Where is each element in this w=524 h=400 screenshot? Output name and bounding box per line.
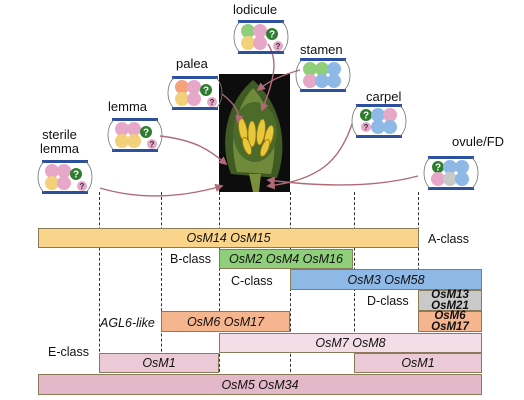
a-class-bar: OsM14 OsM15 xyxy=(38,228,419,248)
column-divider-1 xyxy=(99,192,100,382)
column-divider-2 xyxy=(161,192,162,382)
arrow-stamen xyxy=(256,69,301,92)
agl6-bar-2-gene-2: OsM17 xyxy=(431,320,469,333)
e-class-bar-3-genes: OsM5 OsM34 xyxy=(221,377,299,392)
b-class-genes: OsM2 OsM4 OsM16 xyxy=(229,252,343,266)
quartet-palea: ? ? xyxy=(167,76,223,110)
svg-text:?: ? xyxy=(210,98,215,107)
quartet-stamen xyxy=(295,58,351,92)
rice-flower-illustration xyxy=(219,74,290,192)
d-class-label: D-class xyxy=(367,294,409,308)
quartet-sterile-lemma: ? ? xyxy=(37,160,93,194)
e-class-bar-1: OsM7 OsM8 xyxy=(219,333,482,353)
agl6-bar-1: OsM6 OsM17 xyxy=(161,311,290,332)
b-class-bar: OsM2 OsM4 OsM16 xyxy=(219,249,353,269)
a-class-label: A-class xyxy=(428,232,469,246)
quartet-ovule: ? xyxy=(423,156,479,190)
organ-label-stamen: stamen xyxy=(300,42,343,57)
svg-text:?: ? xyxy=(73,170,79,181)
quartet-carpel: ? ? xyxy=(351,104,407,138)
column-divider-3 xyxy=(219,192,220,382)
e-class-bar-2-left-genes: OsM1 xyxy=(142,356,176,370)
svg-text:?: ? xyxy=(269,30,275,41)
agl6-class-label: AGL6-like xyxy=(100,316,155,330)
a-class-genes: OsM14 OsM15 xyxy=(186,231,271,245)
organ-label-lemma: lemma xyxy=(108,99,148,114)
palea-complex-icon: ? ? xyxy=(167,76,223,110)
svg-text:?: ? xyxy=(203,86,209,97)
rice-flower-photo xyxy=(219,74,290,192)
c-class-label: C-class xyxy=(231,274,273,288)
e-class-bar-2-right-genes: OsM1 xyxy=(401,356,435,370)
e-class-bar-1-genes: OsM7 OsM8 xyxy=(315,336,386,350)
organ-label-carpel: carpel xyxy=(366,89,402,104)
svg-text:?: ? xyxy=(363,111,369,122)
agl6-bar-2-gene-1: OsM6 xyxy=(434,309,466,322)
c-class-bar: OsM3 OsM58 xyxy=(290,269,482,290)
svg-text:?: ? xyxy=(80,182,85,191)
svg-text:?: ? xyxy=(276,42,281,51)
svg-text:?: ? xyxy=(364,123,369,132)
e-class-bar-2-right: OsM1 xyxy=(354,353,482,373)
lemma-complex-icon: ? ? xyxy=(107,118,163,152)
e-class-bar-3: OsM5 OsM34 xyxy=(38,374,482,395)
organ-label-ovule: ovule/FD xyxy=(452,134,505,149)
agl6-bar-1-genes: OsM6 OsM17 xyxy=(186,314,265,329)
quartet-lodicule: ? ? xyxy=(233,20,289,54)
carpel-complex-icon: ? ? xyxy=(351,104,407,138)
arrow-lodicule xyxy=(260,43,275,112)
svg-text:?: ? xyxy=(143,128,149,139)
b-class-label: B-class xyxy=(170,252,211,266)
stamen-complex-icon xyxy=(295,58,351,92)
d-class-bar: OsM13 OsM21 xyxy=(418,288,482,312)
e-class-bar-2-left: OsM1 xyxy=(99,353,219,373)
arrow-lemma xyxy=(159,135,228,166)
arrow-palea xyxy=(221,93,244,124)
lodicule-complex-icon: ? ? xyxy=(233,20,289,54)
arrow-carpel xyxy=(266,123,353,190)
arrow-ovule xyxy=(266,175,419,186)
arrow-sterile-lemma xyxy=(99,183,224,197)
e-class-label: E-class xyxy=(48,345,89,359)
agl6-bar-2: OsM6 OsM17 xyxy=(418,309,482,333)
quartet-lemma: ? ? xyxy=(107,118,163,152)
d-class-gene-2: OsM21 xyxy=(431,299,469,312)
organ-label-palea: palea xyxy=(176,56,208,71)
agl6-class-text: AGL6-like xyxy=(100,316,155,330)
d-class-gene-1: OsM13 xyxy=(431,288,469,301)
sterile-lemma-complex-icon: ? ? xyxy=(37,160,93,194)
organ-label-sterile-lemma: sterile lemma xyxy=(40,127,80,156)
svg-text:?: ? xyxy=(150,140,155,149)
c-class-genes: OsM3 OsM58 xyxy=(347,272,425,287)
organ-label-lodicule: lodicule xyxy=(233,2,278,17)
ovule-complex-icon: ? xyxy=(423,156,479,190)
svg-text:?: ? xyxy=(435,163,441,174)
